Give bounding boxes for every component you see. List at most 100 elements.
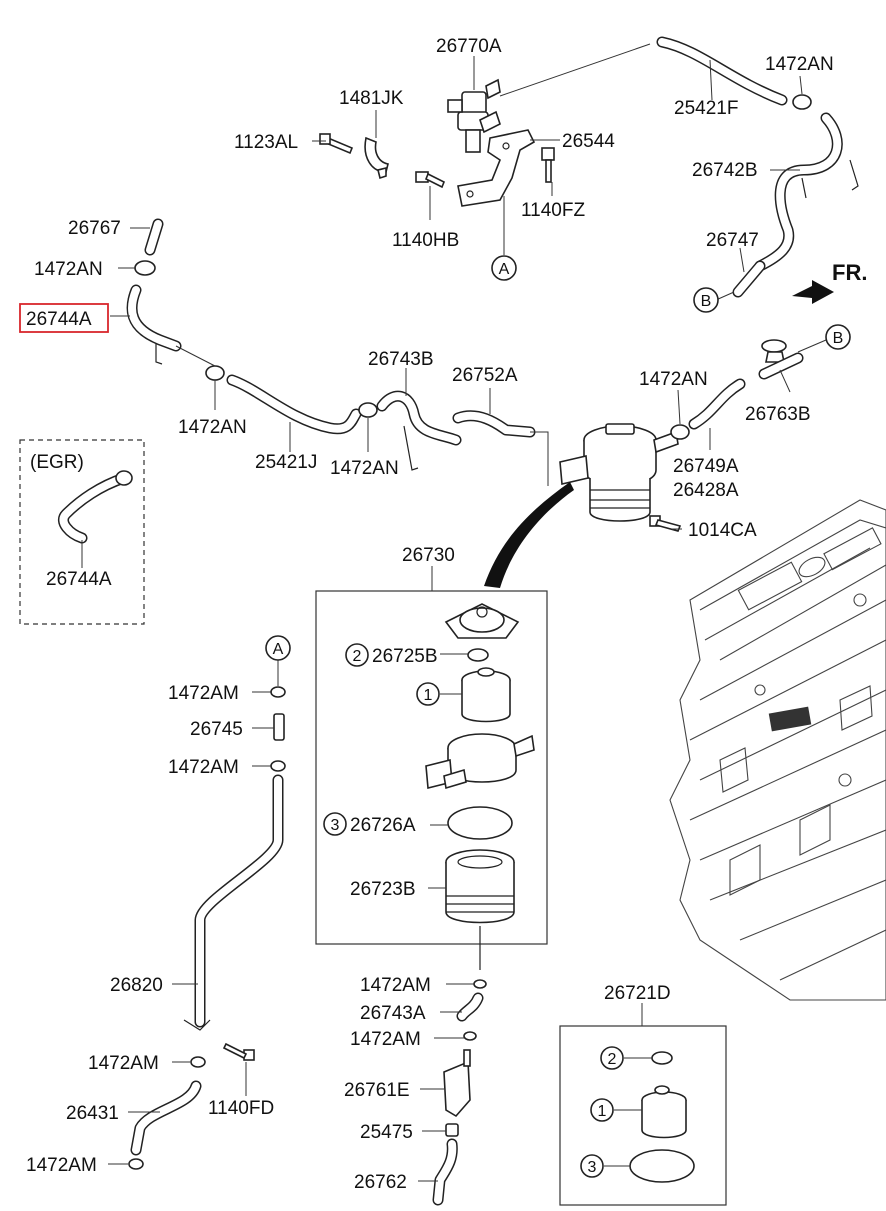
hose-26431 [130, 1080, 202, 1156]
filter-cartridge-26723B [445, 849, 515, 924]
pipe-26745 [273, 713, 285, 741]
svg-text:A: A [499, 261, 510, 278]
hose-26743A [456, 992, 484, 1022]
svg-text:A: A [273, 641, 284, 658]
label-1472AM-1: 1472AM [168, 683, 239, 704]
connector-26763B [758, 339, 804, 380]
clamp-1472AM-2 [270, 760, 286, 772]
hose-26752A [452, 410, 536, 438]
label-26762: 26762 [354, 1172, 407, 1193]
kit-box-26721D [559, 1025, 727, 1206]
label-26725B: 26725B [372, 646, 438, 667]
element-1 [461, 667, 511, 723]
hose-25421J [226, 374, 362, 435]
label-26428A: 26428A [673, 480, 739, 501]
zoom-arrow [484, 482, 574, 588]
bolt-1014CA [649, 515, 682, 532]
part-labels: 26770A 1481JK 1123AL 26544 1140HB 1140FZ… [26, 36, 834, 1193]
svg-text:3: 3 [588, 1159, 597, 1176]
front-direction-arrow: FR. [792, 260, 867, 304]
label-1472AM-3: 1472AM [88, 1053, 159, 1074]
hose-25421F [656, 36, 788, 106]
o-ring-26725B [467, 648, 489, 662]
label-26744A-egr: 26744A [46, 569, 112, 590]
filter-cover [444, 603, 520, 639]
label-1123AL: 1123AL [234, 132, 298, 153]
label-egr: (EGR) [30, 452, 84, 473]
callout-2-kit: 2 [600, 1046, 624, 1070]
pipe-26747 [732, 260, 766, 298]
pipe-26744A [126, 284, 182, 365]
hose-clamp-1472AN-right [670, 424, 690, 440]
label-26747: 26747 [706, 230, 759, 251]
filter-housing [425, 733, 535, 790]
label-1472AM-4: 1472AM [26, 1155, 97, 1176]
label-26721D: 26721D [604, 983, 671, 1004]
label-26767: 26767 [68, 218, 121, 239]
label-26723B: 26723B [350, 879, 416, 900]
svg-text:3: 3 [331, 817, 340, 834]
label-1481JK: 1481JK [339, 88, 404, 109]
label-26726A: 26726A [350, 815, 416, 836]
callout-1-kit: 1 [590, 1098, 614, 1122]
bolt-1123AL [319, 133, 354, 155]
fitting-25475 [445, 1123, 459, 1137]
callout-1-box: 1 [416, 682, 440, 706]
label-26745: 26745 [190, 719, 243, 740]
clamp-1472AM-5 [473, 979, 487, 989]
hose-26762 [432, 1138, 458, 1206]
pipe-26820 [183, 774, 284, 1031]
label-26544: 26544 [562, 131, 615, 152]
label-26763B: 26763B [745, 404, 811, 425]
label-26742B: 26742B [692, 160, 758, 181]
label-1472AM-5: 1472AM [360, 975, 431, 996]
svg-text:B: B [833, 330, 844, 347]
solenoid-valve-26770A [447, 78, 501, 153]
clamp-1472AM-3 [190, 1056, 206, 1068]
callout-3-kit: 3 [580, 1154, 604, 1178]
clamp-1472AM-6 [463, 1031, 477, 1041]
label-26752A: 26752A [452, 365, 518, 386]
callout-3-box: 3 [323, 812, 347, 836]
label-1472AN-left: 1472AN [34, 259, 103, 280]
front-label: FR. [832, 260, 867, 285]
sensor-26761E [443, 1049, 471, 1118]
callout-B-left: B [693, 287, 719, 313]
svg-text:2: 2 [353, 648, 362, 665]
label-26761E: 26761E [344, 1080, 410, 1101]
clamp-1472AM-4 [128, 1158, 144, 1170]
callout-A-left: A [265, 635, 291, 661]
hose-clamp-1472AN-mid [205, 365, 225, 381]
label-25475: 25475 [360, 1122, 413, 1143]
label-1472AN-right: 1472AN [639, 369, 708, 390]
clamp-1472AM-1 [270, 686, 286, 698]
svg-text:2: 2 [608, 1051, 617, 1068]
label-1472AM-6: 1472AM [350, 1029, 421, 1050]
kit-o-ring [651, 1051, 673, 1065]
label-1472AN-mid: 1472AN [178, 417, 247, 438]
egr-inset-frame [19, 439, 145, 625]
label-26743B: 26743B [368, 349, 434, 370]
pipe-26767 [144, 218, 164, 256]
label-1014CA: 1014CA [688, 520, 757, 541]
label-1140FD: 1140FD [208, 1098, 274, 1119]
label-1472AN-top: 1472AN [765, 54, 834, 75]
svg-text:1: 1 [424, 687, 433, 704]
label-25421F: 25421F [674, 98, 738, 119]
label-26431: 26431 [66, 1103, 119, 1124]
label-1472AM-2: 1472AM [168, 757, 239, 778]
kit-gasket [629, 1149, 695, 1183]
label-26820: 26820 [110, 975, 163, 996]
label-25421J: 25421J [255, 452, 317, 473]
engine-block-illustration [669, 499, 886, 1001]
svg-text:B: B [701, 293, 712, 310]
hose-clamp-1472AN-center [358, 402, 378, 418]
bolt-1140HB [415, 171, 446, 189]
callout-A-top: A [491, 255, 517, 281]
leader-lines [81, 43, 827, 1182]
label-1140FZ: 1140FZ [521, 200, 585, 221]
label-26730: 26730 [402, 545, 455, 566]
kit-element [641, 1085, 687, 1139]
gasket-26726A [447, 806, 513, 840]
